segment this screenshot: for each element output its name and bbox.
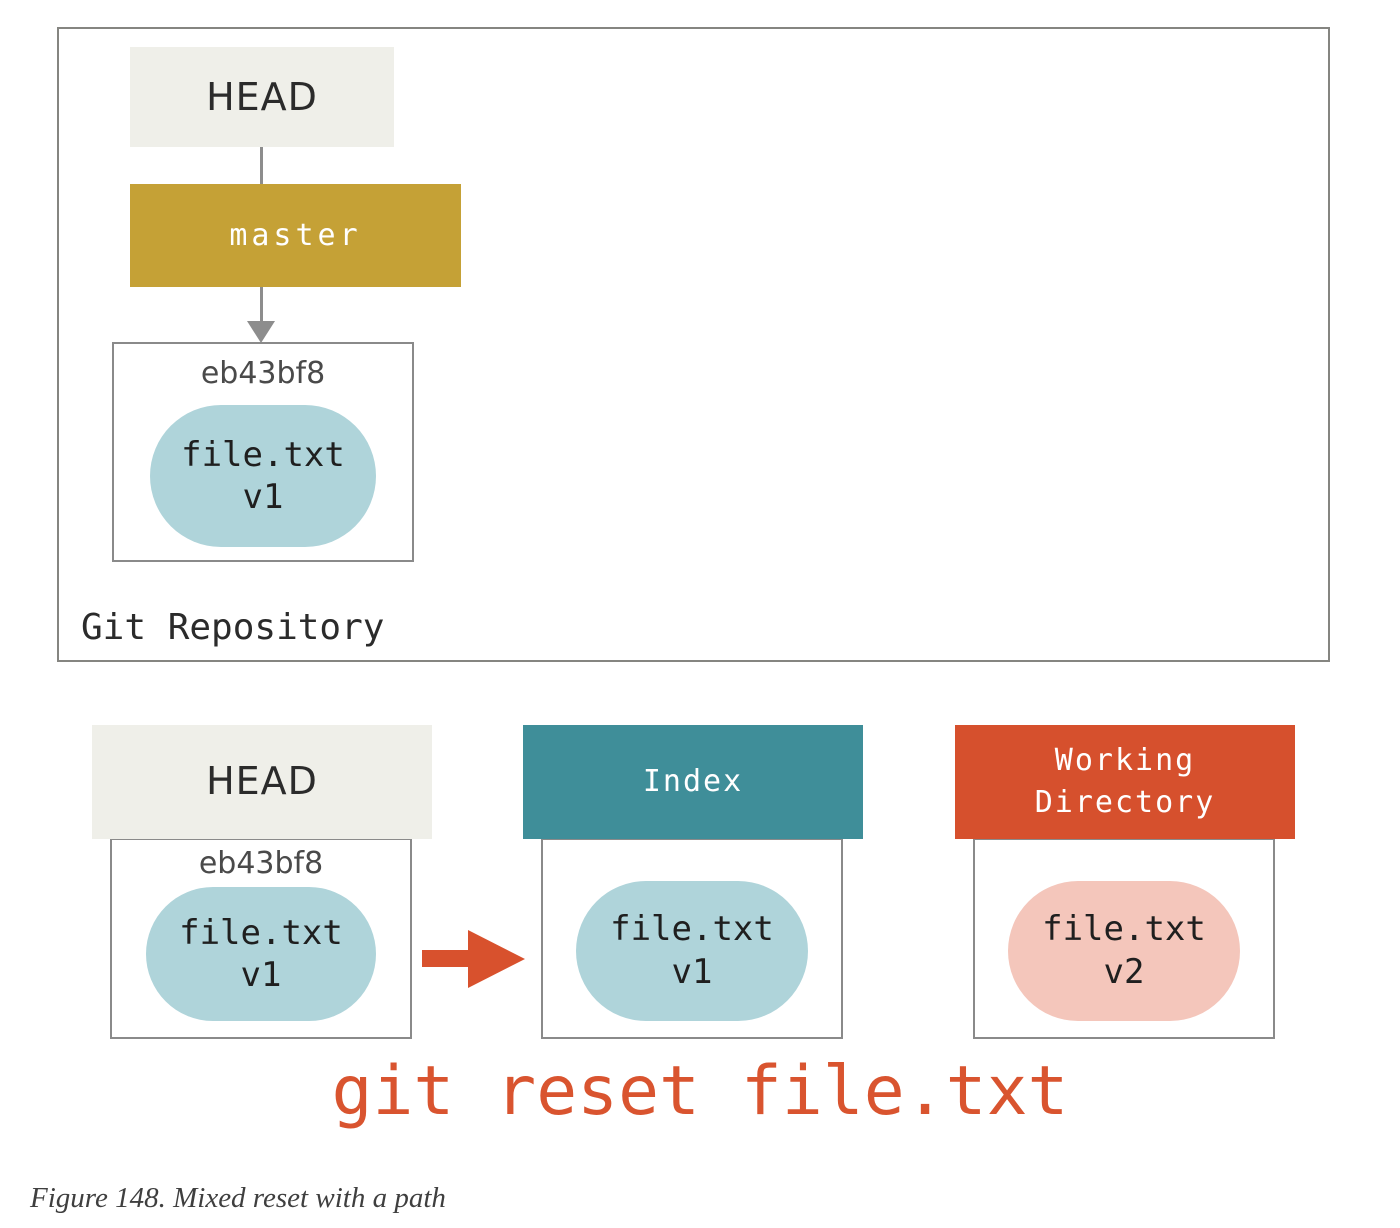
file-version-label: v1: [240, 955, 282, 995]
master-branch-box: master: [130, 184, 461, 287]
file-name-label: file.txt: [610, 909, 774, 949]
git-repository-label: Git Repository: [81, 607, 385, 648]
index-column-header: Index: [523, 725, 863, 839]
head-column-box: eb43bf8 file.txt v1: [110, 838, 412, 1039]
head-column-title: HEAD: [206, 759, 318, 804]
head-ref-box: HEAD: [130, 47, 394, 147]
master-to-commit-line: [260, 287, 263, 323]
file-blob-pill-v1: file.txt v1: [576, 880, 808, 1021]
file-version-label: v1: [242, 477, 284, 517]
index-column-box: file.txt v1: [541, 838, 843, 1039]
file-blob-pill-v1: file.txt v1: [150, 405, 376, 547]
head-ref-label: HEAD: [206, 75, 318, 119]
figure-caption: Figure 148. Mixed reset with a path: [30, 1182, 446, 1214]
right-arrow-head-icon: [468, 930, 525, 988]
down-arrow-icon: [247, 321, 275, 343]
working-directory-title-line2: Directory: [1034, 785, 1216, 820]
file-name-label: file.txt: [179, 912, 343, 953]
file-name-label: file.txt: [1042, 909, 1206, 949]
commit-box: eb43bf8 file.txt v1: [112, 342, 414, 562]
file-version-label: v2: [1103, 951, 1145, 992]
file-name-label: file.txt: [181, 434, 345, 475]
working-directory-title-line1: Working: [1054, 743, 1196, 778]
git-repository-box: HEAD master eb43bf8 file.txt v1 Git Repo…: [57, 27, 1330, 662]
commit-hash-label: eb43bf8: [200, 356, 326, 391]
head-column-header: HEAD: [92, 725, 432, 839]
file-version-label: v1: [671, 951, 713, 992]
index-column-title: Index: [642, 764, 744, 799]
head-to-master-connector-line: [260, 147, 263, 184]
working-directory-column-header: Working Directory: [955, 725, 1295, 839]
git-command-text: git reset file.txt: [331, 1052, 1069, 1131]
master-branch-label: master: [229, 218, 362, 253]
commit-hash-label: eb43bf8: [198, 846, 324, 881]
working-directory-column-box: file.txt v2: [973, 838, 1275, 1039]
right-arrow-icon: [422, 950, 470, 967]
file-blob-pill-v1: file.txt v1: [146, 887, 376, 1021]
file-blob-pill-v2: file.txt v2: [1008, 880, 1240, 1021]
